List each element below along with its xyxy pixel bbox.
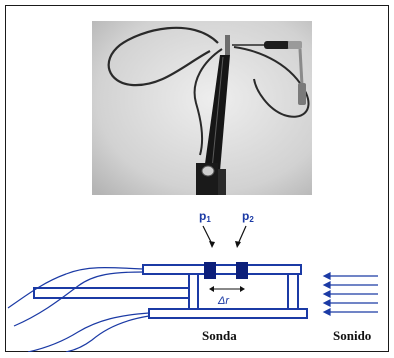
microphone-connector [298,83,306,105]
cable-line-1 [7,267,144,309]
cable-line-3 [27,312,150,352]
cable-left [107,26,219,87]
microphone-stem [298,48,304,86]
probe-diagram: p1 p2 Δr [7,209,378,352]
arrow-p2 [237,225,247,245]
probe-handle-side [218,169,226,195]
probe-left-rod [33,287,190,299]
sensor-p2 [236,262,248,279]
caption-sound: Sonido [333,328,371,343]
sound-arrowhead-3 [322,290,331,298]
probe-photo [92,21,312,195]
probe-shaft-highlight [211,56,224,170]
cable-middle [193,48,223,156]
microphone-body [264,41,290,49]
probe-bottom-bar [148,308,308,319]
cable-line-4 [65,315,150,352]
delta-r-arrowhead-left [209,286,214,292]
caption-probe: Sonda [202,328,237,343]
figure-frame: p1 p2 Δr [5,5,389,352]
sound-arrowhead-1 [322,272,331,280]
cable-right [233,46,310,118]
sound-arrowhead-2 [322,281,331,289]
delta-r-arrowhead-right [240,286,245,292]
sensor-p1 [204,262,216,279]
arrowhead-p1 [209,241,215,248]
probe-knob [201,165,215,177]
sound-arrowhead-5 [322,308,331,316]
arrow-p1 [202,225,213,245]
label-p2: p2 [242,209,254,224]
microphone-tip [288,41,302,49]
label-p1: p1 [199,209,211,224]
probe-head [225,35,230,55]
sound-arrowhead-4 [322,299,331,307]
cable-line-2 [13,271,144,327]
probe-top-bar [142,264,302,275]
arrowhead-p2 [235,241,241,248]
delta-r-label: Δr [217,295,230,307]
